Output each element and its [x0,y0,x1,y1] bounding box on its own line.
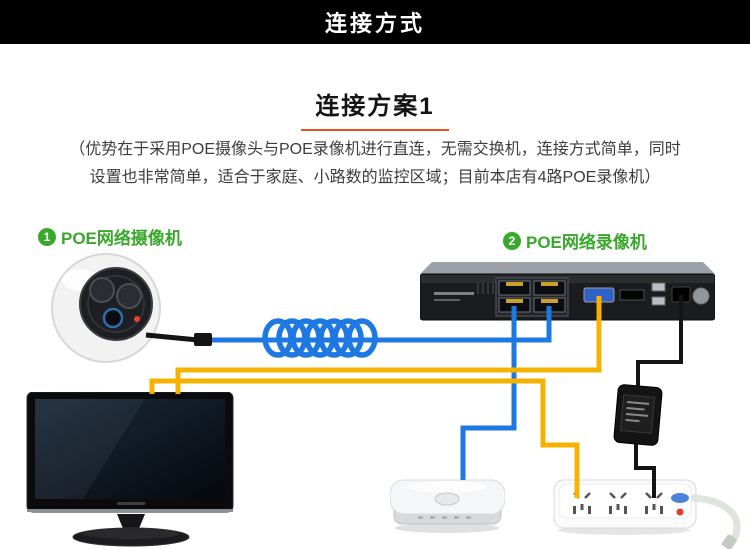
monitor-image [26,392,234,547]
blue-cable-coil [262,318,378,358]
header-bar: 连接方式 [0,0,750,44]
router-image [390,479,505,533]
nvr-vga-port [583,287,615,303]
power-strip-plug [721,534,737,549]
nvr-brand-mark [434,292,474,295]
camera-indicator-led [134,316,140,322]
recorder-label-number: 2 [503,231,521,250]
recorder-label-text: POE网络录像机 [526,233,647,252]
router-logo [434,492,460,506]
scheme-title: 连接方案1 [301,86,449,131]
power-strip-logo [671,493,689,503]
monitor-stand-neck [117,514,145,531]
recorder-label: 2 POE网络录像机 [503,228,647,253]
monitor-bottom-trim [27,509,233,512]
power-strip-switch [676,508,684,516]
camera-label-number: 1 [38,227,56,246]
power-strip-image [553,479,697,535]
scheme-description-line2: 设置也非常简单，适合于家庭、小路数的监控区域；目前本店有4路POE录像机） [89,169,661,186]
nvr-image [420,262,715,321]
router-leds [418,516,471,519]
camera-ir-led-2 [116,283,142,309]
dome-camera-image [51,253,161,363]
power-adapter-image [613,384,663,446]
scheme-title-wrap: 连接方案1 [0,86,750,131]
power-adapter-label [620,394,656,434]
camera-lens [102,307,124,329]
monitor-logo [117,502,145,505]
scheme-description-line1: （优势在于采用POE摄像头与POE录像机进行直连，无需交换机，连接方式简单，同时 [69,141,681,158]
blue-cable-nvr-to-router [460,306,517,480]
header-title: 连接方式 [324,11,425,36]
camera-face [79,267,153,341]
nvr-vents [477,282,494,294]
scheme-description: （优势在于采用POE摄像头与POE录像机进行直连，无需交换机，连接方式简单，同时… [0,136,750,192]
nvr-side-knob [692,287,710,305]
camera-ir-led-1 [89,277,115,303]
nvr-top-face [420,262,715,274]
camera-pigtail-connector [194,333,212,346]
camera-label-text: POE网络摄像机 [61,229,182,248]
nvr-ethernet-ports [495,277,569,317]
nvr-power-inlet [671,286,691,303]
camera-label: 1 POE网络摄像机 [38,224,182,249]
nvr-hdmi-port [619,289,645,301]
